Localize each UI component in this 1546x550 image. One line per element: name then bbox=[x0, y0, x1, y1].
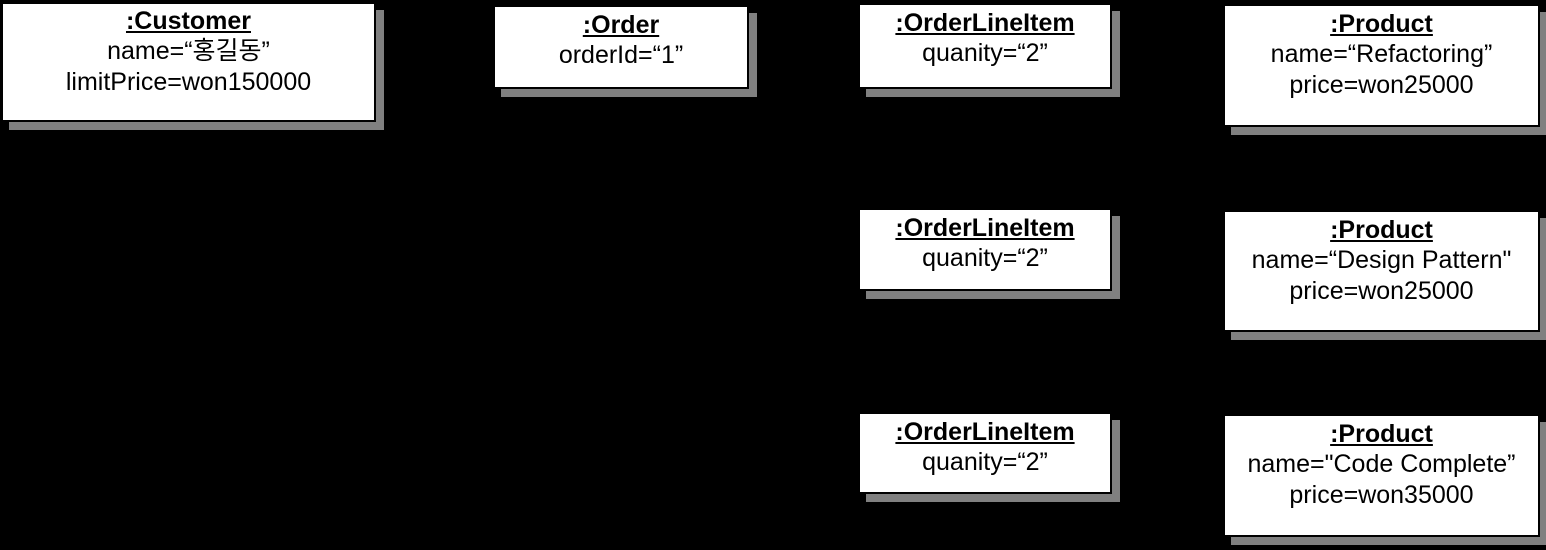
object-box-customer[interactable]: :Customer name=“홍길동” limitPrice=won15000… bbox=[1, 2, 376, 122]
object-box-order[interactable]: :Order orderId=“1” bbox=[493, 5, 749, 89]
object-title-orderlineitem-2: :OrderLineItem bbox=[895, 214, 1075, 242]
object-attribute-customer-limitprice: limitPrice=won150000 bbox=[65, 67, 312, 96]
object-attribute-product-2-name: name=“Design Patternʺ bbox=[1251, 245, 1512, 274]
object-box-product-1[interactable]: :Product name=“Refactoring” price=won250… bbox=[1223, 4, 1540, 127]
object-box-product-3[interactable]: :Product name=ʺCode Complete” price=won3… bbox=[1223, 414, 1540, 537]
object-box-product-2[interactable]: :Product name=“Design Patternʺ price=won… bbox=[1223, 210, 1540, 332]
object-attribute-orderlineitem-1-quanity: quanity=“2” bbox=[922, 38, 1048, 67]
object-attribute-product-3-price: price=won35000 bbox=[1289, 480, 1474, 509]
object-attribute-customer-name: name=“홍길동” bbox=[107, 36, 270, 65]
object-attribute-orderlineitem-3-quanity: quanity=“2” bbox=[922, 447, 1048, 476]
object-title-product-2: :Product bbox=[1330, 216, 1433, 244]
object-box-orderlineitem-1[interactable]: :OrderLineItem quanity=“2” bbox=[858, 3, 1112, 89]
object-title-order: :Order bbox=[582, 11, 660, 39]
object-attribute-product-2-price: price=won25000 bbox=[1289, 276, 1474, 305]
object-attribute-product-3-name: name=ʺCode Complete” bbox=[1247, 449, 1516, 478]
object-title-orderlineitem-3: :OrderLineItem bbox=[895, 418, 1075, 446]
object-title-orderlineitem-1: :OrderLineItem bbox=[895, 9, 1075, 37]
object-attribute-order-orderid: orderId=“1” bbox=[558, 40, 684, 69]
object-title-customer: :Customer bbox=[125, 7, 251, 35]
object-title-product-1: :Product bbox=[1330, 10, 1433, 38]
object-attribute-orderlineitem-2-quanity: quanity=“2” bbox=[922, 243, 1048, 272]
object-attribute-product-1-price: price=won25000 bbox=[1289, 70, 1474, 99]
object-title-product-3: :Product bbox=[1330, 420, 1433, 448]
object-box-orderlineitem-3[interactable]: :OrderLineItem quanity=“2” bbox=[858, 412, 1112, 494]
object-box-orderlineitem-2[interactable]: :OrderLineItem quanity=“2” bbox=[858, 208, 1112, 291]
object-attribute-product-1-name: name=“Refactoring” bbox=[1270, 39, 1493, 68]
